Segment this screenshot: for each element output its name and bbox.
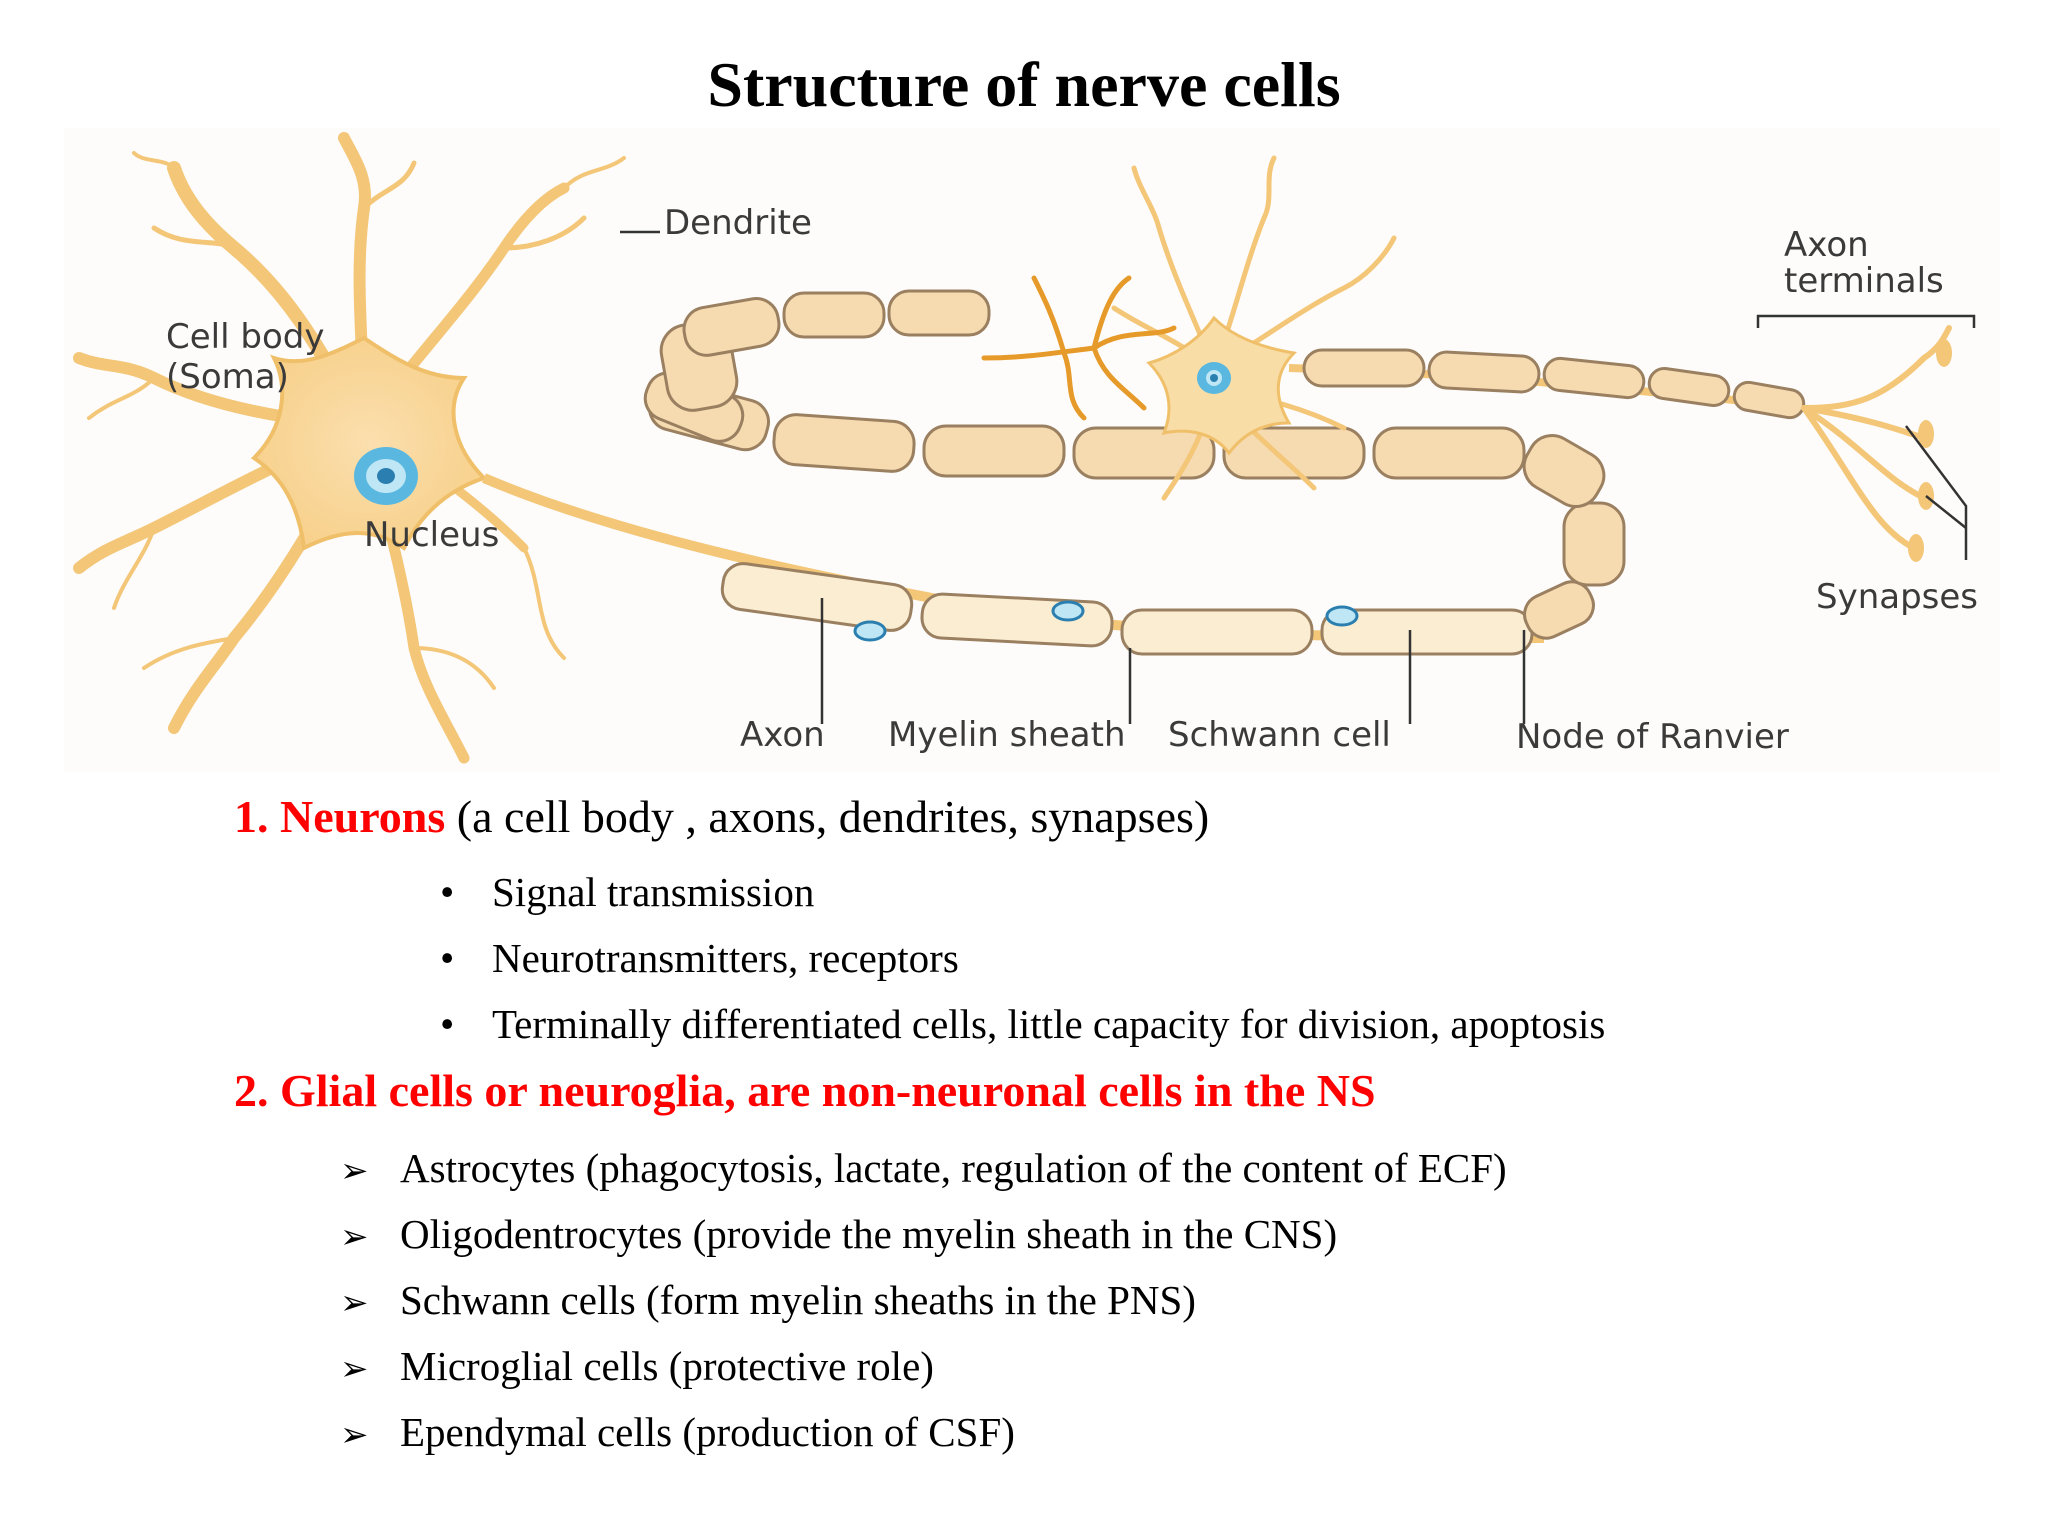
list-item: ➢Microglial cells (protective role) <box>340 1343 934 1389</box>
second-neuron-nucleus <box>1197 362 1231 394</box>
label-schwann-cell: Schwann cell <box>1168 715 1391 755</box>
arrow-bullet-icon: ➢ <box>340 1349 369 1389</box>
list-item: ➢Oligodentrocytes (provide the myelin sh… <box>340 1211 1338 1257</box>
myelin-loop <box>643 289 1626 640</box>
arrow-bullet-icon: ➢ <box>340 1415 369 1455</box>
label-dendrite: Dendrite <box>664 203 812 243</box>
leader-lines <box>620 230 1976 724</box>
list-item: •Terminally differentiated cells, little… <box>440 1001 1606 1047</box>
list-item: ➢Astrocytes (phagocytosis, lactate, regu… <box>340 1145 1507 1191</box>
neuron-illustration: Dendrite Cell body (Soma) Nucleus Axon t… <box>64 128 2000 772</box>
label-synapses: Synapses <box>1816 577 1978 617</box>
bullet-icon: • <box>440 1001 455 1047</box>
arrow-bullet-icon: ➢ <box>340 1283 369 1323</box>
list-item: ➢Schwann cells (form myelin sheaths in t… <box>340 1277 1196 1323</box>
soma-nucleus <box>354 447 418 505</box>
glial-title: 2. Glial cells or neuroglia, are non-neu… <box>234 1065 1376 1116</box>
list-item: •Neurotransmitters, receptors <box>440 935 959 981</box>
myelin-bottom <box>720 562 1534 656</box>
bullet-icon: • <box>440 869 455 915</box>
neuron-diagram: Dendrite Cell body (Soma) Nucleus Axon t… <box>64 128 2000 772</box>
myelin-right <box>1302 348 1806 420</box>
list-item: •Signal transmission <box>440 869 815 915</box>
label-nucleus: Nucleus <box>364 515 499 555</box>
bullet-icon: • <box>440 935 455 981</box>
arrow-bullet-icon: ➢ <box>340 1217 369 1257</box>
label-axon: Axon <box>740 715 825 755</box>
label-cell-body: Cell body <box>166 317 324 357</box>
neurons-detail: (a cell body , axons, dendrites, synapse… <box>445 791 1210 842</box>
orange-axon-terminals <box>981 275 1177 421</box>
label-node-of-ranvier: Node of Ranvier <box>1516 717 1789 757</box>
section-glial-heading: 2. Glial cells or neuroglia, are non-neu… <box>234 1064 1376 1117</box>
label-soma: (Soma) <box>166 357 289 397</box>
label-axon-terminals-2: terminals <box>1784 261 1944 301</box>
label-axon-terminals-1: Axon <box>1784 225 1869 265</box>
list-item: ➢Ependymal cells (production of CSF) <box>340 1409 1015 1455</box>
section-neurons-heading: 1. Neurons (a cell body , axons, dendrit… <box>234 790 1209 843</box>
page-title: Structure of nerve cells <box>707 49 1341 120</box>
arrow-bullet-icon: ➢ <box>340 1151 369 1191</box>
neurons-title: 1. Neurons <box>234 791 446 842</box>
schwann-nuclei <box>853 600 1359 642</box>
soma <box>250 335 488 552</box>
label-myelin-sheath: Myelin sheath <box>888 715 1126 755</box>
